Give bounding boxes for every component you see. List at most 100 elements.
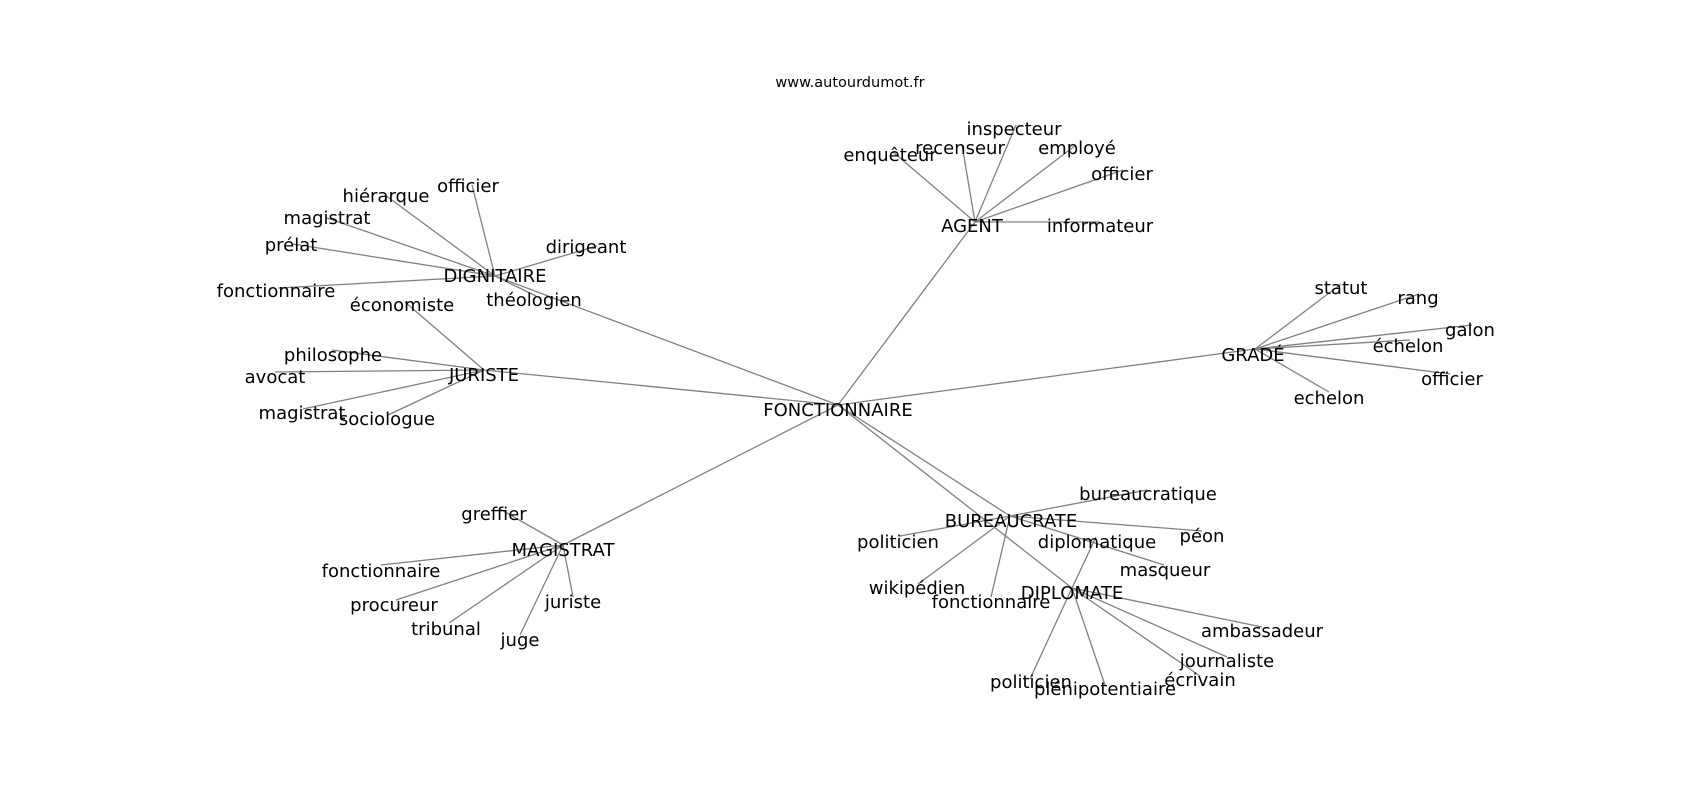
- root-node-label: FONCTIONNAIRE: [763, 400, 912, 421]
- edge-bureaucrate-4: [990, 515, 1011, 598]
- edge-diplomate-5: [1029, 587, 1073, 680]
- leaf-node-label: wikipédien: [869, 578, 966, 599]
- edge-diplomate-3: [1071, 587, 1201, 677]
- leaf-node-label: philosophe: [284, 345, 382, 366]
- edge-agent-4: [974, 169, 1124, 223]
- edge-gradé-0: [1254, 283, 1342, 350]
- leaf-node-label: fonctionnaire: [932, 592, 1051, 613]
- leaf-node-label: journaliste: [1179, 651, 1274, 672]
- edge-diplomate-1: [1071, 587, 1263, 628]
- leaf-node-label: prélat: [265, 235, 318, 256]
- leaf-node-label: plénipotentiaire: [1034, 679, 1176, 700]
- hub-node-label: AGENT: [941, 216, 1004, 237]
- edge-magistrat-4: [519, 544, 564, 636]
- edge-gradé-4: [1254, 348, 1451, 375]
- edge-dignitaire-3: [292, 243, 496, 277]
- hub-node-label: GRADÉ: [1221, 344, 1284, 366]
- leaf-node-label: officier: [437, 176, 499, 197]
- leaf-node-label: avocat: [245, 367, 306, 388]
- leaf-node-label: greffier: [461, 504, 527, 525]
- edge-gradé-1: [1254, 293, 1420, 350]
- leaf-node-label: informateur: [1047, 216, 1154, 237]
- edge-diplomate-2: [1071, 587, 1228, 658]
- leaf-node-label: juriste: [544, 592, 601, 613]
- edge-agent-1: [961, 144, 976, 223]
- leaf-node-label: employé: [1038, 138, 1116, 159]
- edge-bureaucrate-2: [899, 515, 1011, 537]
- leaf-node-label: inspecteur: [966, 119, 1062, 140]
- leaf-node-label: procureur: [350, 595, 438, 616]
- edge-dignitaire-1: [384, 194, 496, 277]
- leaf-node-label: galon: [1445, 320, 1495, 341]
- edge-root-dignitaire: [494, 275, 839, 406]
- edge-bureaucrate-1: [1009, 515, 1203, 532]
- leaf-node-label: politicien: [857, 532, 939, 553]
- hub-node-label: JURISTE: [448, 365, 519, 386]
- edge-gradé-2: [1254, 324, 1473, 350]
- edge-magistrat-2: [395, 544, 564, 601]
- edge-root-magistrat: [562, 404, 839, 546]
- leaf-node-label: hiérarque: [343, 186, 430, 207]
- leaf-node-label: magistrat: [259, 403, 346, 424]
- leaf-node-label: echelon: [1294, 388, 1365, 409]
- edge-dignitaire-0: [471, 184, 496, 277]
- leaf-node-label: juge: [500, 630, 540, 651]
- edge-root-juriste: [483, 369, 839, 406]
- leaf-node-label: péon: [1180, 526, 1225, 547]
- edge-magistrat-3: [448, 544, 564, 624]
- edge-dignitaire-4: [277, 275, 496, 289]
- leaf-node-label: politicien: [990, 672, 1072, 693]
- edge-dignitaire-2: [326, 217, 496, 277]
- edge-juriste-0: [404, 301, 485, 371]
- leaf-node-label: échelon: [1373, 336, 1444, 357]
- edge-diplomate-4: [1071, 587, 1106, 686]
- edge-bureaucrate-0: [1009, 489, 1148, 517]
- leaf-node-label: écrivain: [1164, 670, 1235, 691]
- source-watermark: www.autourdumot.fr: [775, 75, 924, 91]
- edge-magistrat-1: [380, 544, 564, 566]
- edge-root-gradé: [837, 348, 1256, 406]
- leaf-node-label: recenseur: [915, 138, 1005, 159]
- leaf-node-label: diplomatique: [1038, 532, 1156, 553]
- edge-agent-2: [892, 151, 976, 223]
- leaf-node-label: rang: [1397, 288, 1438, 309]
- leaf-node-label: officier: [1421, 369, 1483, 390]
- leaf-node-label: économiste: [350, 295, 454, 316]
- hub-node-label: DIGNITAIRE: [444, 266, 547, 287]
- hub-node-label: MAGISTRAT: [512, 540, 616, 561]
- leaf-node-label: statut: [1315, 278, 1368, 299]
- edge-juriste-4: [387, 369, 485, 416]
- leaf-node-label: ambassadeur: [1201, 621, 1324, 642]
- edge-dignitaire-5: [494, 245, 598, 277]
- graph-labels: FONCTIONNAIRE DIGNITAIRE officier hiérarque…: [217, 119, 1495, 700]
- hub-node-label: DIPLOMATE: [1021, 583, 1123, 604]
- leaf-node-label: dirigeant: [546, 237, 627, 258]
- edge-gradé-5: [1254, 348, 1330, 393]
- edge-gradé-3: [1254, 339, 1411, 350]
- edge-agent-0: [974, 124, 1017, 223]
- edge-diplomate-0: [1071, 536, 1097, 589]
- edge-magistrat-5: [562, 544, 574, 598]
- leaf-node-label: fonctionnaire: [322, 561, 441, 582]
- edge-magistrat-0: [499, 508, 564, 546]
- leaf-node-label: sociologue: [339, 409, 435, 430]
- edge-bureaucrate-5: [1009, 515, 1165, 566]
- leaf-node-label: masqueur: [1120, 560, 1211, 581]
- leaf-node-label: officier: [1091, 164, 1153, 185]
- leaf-node-label: tribunal: [411, 619, 481, 640]
- edge-juriste-3: [302, 369, 485, 410]
- edge-root-agent: [837, 221, 976, 406]
- leaf-node-label: bureaucratique: [1079, 484, 1217, 505]
- hub-node-label: BUREAUCRATE: [945, 511, 1078, 532]
- edge-agent-3: [974, 144, 1077, 223]
- leaf-node-label: fonctionnaire: [217, 281, 336, 302]
- edge-dignitaire-6: [494, 275, 537, 297]
- edge-juriste-1: [331, 349, 485, 371]
- graph-edges: [274, 124, 1473, 686]
- edge-root-diplomate: [837, 404, 1073, 589]
- leaf-node-label: magistrat: [284, 208, 371, 229]
- edge-root-bureaucrate: [837, 404, 1011, 517]
- edge-juriste-2: [274, 369, 485, 373]
- leaf-node-label: enquêteur: [843, 145, 937, 166]
